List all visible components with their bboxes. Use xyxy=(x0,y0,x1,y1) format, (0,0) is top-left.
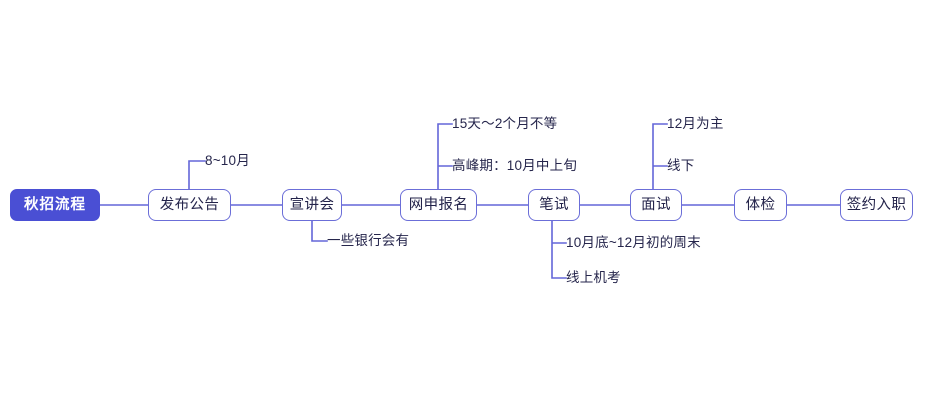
step-node-label: 面试 xyxy=(641,196,671,213)
step-node-online-application[interactable]: 网申报名 xyxy=(400,189,477,221)
branch-interview-notes xyxy=(652,123,668,190)
step-node-written-test[interactable]: 笔试 xyxy=(528,189,580,221)
step-node-interview[interactable]: 面试 xyxy=(630,189,682,221)
branch-written-test-notes xyxy=(551,220,567,279)
step-node-label: 宣讲会 xyxy=(289,196,335,213)
step-node-label: 笔试 xyxy=(539,196,569,213)
step-node-label: 发布公告 xyxy=(159,196,220,213)
note-application-duration: 15天～2个月不等 xyxy=(452,116,558,131)
step-node-label: 网申报名 xyxy=(408,196,469,213)
branch-application-notes xyxy=(437,123,453,190)
step-node-label: 体检 xyxy=(745,196,776,213)
step-node-info-session[interactable]: 宣讲会 xyxy=(282,189,342,221)
step-node-announcement[interactable]: 发布公告 xyxy=(148,189,231,221)
branch-info-session-notes xyxy=(311,220,328,242)
root-node-autumn-recruitment[interactable]: 秋招流程 xyxy=(10,189,100,221)
note-written-test-date: 10月底~12月初的周末 xyxy=(566,235,701,250)
note-application-peak: 高峰期：10月中上旬 xyxy=(452,158,578,173)
note-interview-mode: 线下 xyxy=(667,158,695,173)
note-info-session-scope: 一些银行会有 xyxy=(327,233,410,248)
note-written-test-mode: 线上机考 xyxy=(566,270,621,285)
step-node-sign-onboard[interactable]: 签约入职 xyxy=(840,189,913,221)
root-node-label: 秋招流程 xyxy=(24,196,86,213)
branch-announcement-notes xyxy=(188,160,206,190)
note-interview-month: 12月为主 xyxy=(667,116,724,131)
step-node-label: 签约入职 xyxy=(846,196,907,213)
note-announcement-duration: 8~10月 xyxy=(205,153,250,168)
step-node-medical-exam[interactable]: 体检 xyxy=(734,189,787,221)
